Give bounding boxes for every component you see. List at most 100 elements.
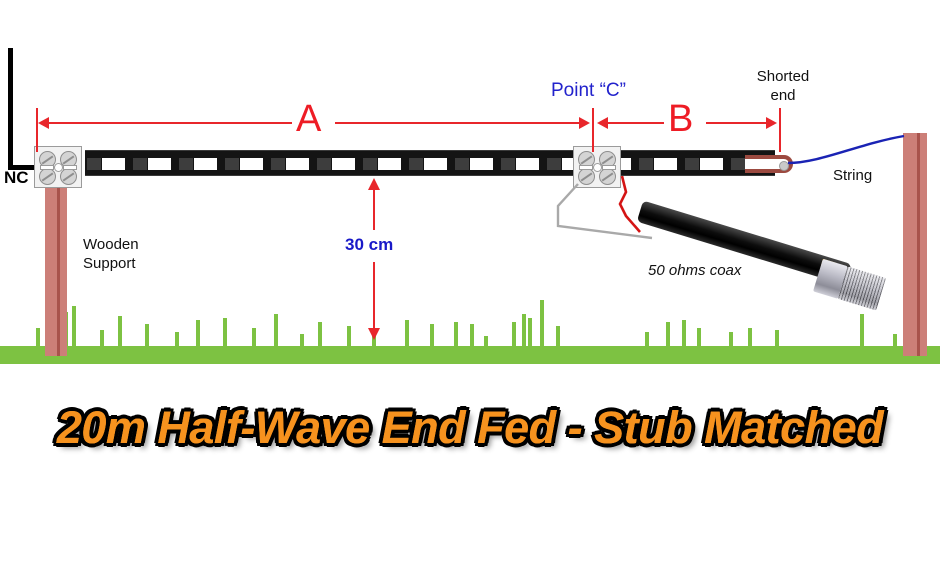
ladder-line-window bbox=[378, 158, 402, 170]
dim-b-arrow-right-icon bbox=[766, 117, 777, 129]
ladder-line-spacer bbox=[639, 158, 653, 170]
grass-blade bbox=[145, 324, 149, 346]
grass-blade bbox=[748, 328, 752, 346]
grass-blade bbox=[196, 320, 200, 346]
grass-blade bbox=[484, 336, 488, 346]
ground-grass-band bbox=[0, 346, 940, 364]
shorted-end-line2: end bbox=[770, 86, 796, 104]
grass-blade bbox=[300, 334, 304, 346]
coax-label: 50 ohms coax bbox=[648, 262, 742, 279]
wooden-support-post-left bbox=[45, 148, 67, 356]
grass-blade bbox=[512, 322, 516, 346]
ladder-line-spacer bbox=[133, 158, 147, 170]
grass-blade bbox=[528, 318, 532, 346]
dim-a-line-right bbox=[335, 122, 584, 124]
height-arrow-down-icon bbox=[368, 328, 380, 340]
shorted-end-line1: Shorted bbox=[756, 68, 810, 85]
grass-blade bbox=[405, 320, 409, 346]
dim-a-tick-right bbox=[592, 108, 594, 152]
grass-blade bbox=[470, 324, 474, 346]
grass-blade bbox=[729, 332, 733, 346]
grass-blade bbox=[697, 328, 701, 346]
ladder-line-window bbox=[470, 158, 494, 170]
screw-bottom-right-icon bbox=[60, 168, 77, 185]
grass-blade bbox=[666, 322, 670, 346]
terminal-center-dot bbox=[593, 163, 602, 172]
grass-blade bbox=[318, 322, 322, 346]
dim-b-line-left bbox=[608, 122, 664, 124]
grass-blade bbox=[175, 332, 179, 346]
nc-wire bbox=[8, 48, 56, 170]
grass-blade bbox=[540, 300, 544, 346]
height-dim-line-lower bbox=[373, 262, 375, 328]
ladder-line-450ohm bbox=[85, 150, 775, 176]
grass-blade bbox=[36, 328, 40, 346]
terminal-bar-right bbox=[602, 165, 616, 170]
nc-label: NC bbox=[4, 168, 29, 187]
wooden-support-post-right bbox=[903, 133, 927, 356]
grass-blade bbox=[100, 330, 104, 346]
page-title: 20m Half-Wave End Fed - Stub Matched bbox=[56, 402, 884, 453]
ladder-line-spacer bbox=[547, 158, 561, 170]
ladder-line-spacer bbox=[455, 158, 469, 170]
height-arrow-up-icon bbox=[368, 178, 380, 190]
grass-blade bbox=[454, 322, 458, 346]
terminal-bar-right bbox=[63, 165, 77, 170]
shorted-end-eyelet bbox=[779, 161, 789, 171]
dim-a-letter: A bbox=[296, 98, 322, 140]
ladder-line-window bbox=[654, 158, 678, 170]
ladder-line-spacer bbox=[685, 158, 699, 170]
page-title-stroke: 20m Half-Wave End Fed - Stub Matched bbox=[54, 400, 886, 456]
ladder-line-spacer bbox=[501, 158, 515, 170]
grass-blade bbox=[430, 324, 434, 346]
grass-blade bbox=[347, 326, 351, 346]
coax-pigtail-wires bbox=[556, 176, 653, 240]
ladder-line-spacer bbox=[271, 158, 285, 170]
terminal-block-point-c bbox=[573, 146, 621, 188]
height-label: 30 cm bbox=[345, 235, 394, 254]
ladder-line-spacer bbox=[225, 158, 239, 170]
grass-blade bbox=[775, 330, 779, 346]
grass-blade bbox=[274, 314, 278, 346]
height-dim-line-upper bbox=[373, 190, 375, 230]
ladder-line-window bbox=[148, 158, 172, 170]
dim-a-tick-left bbox=[36, 108, 38, 152]
grass-blade bbox=[118, 316, 122, 346]
post-stripe-right bbox=[917, 133, 920, 356]
ladder-line-spacer bbox=[87, 158, 101, 170]
dim-b-line-right bbox=[706, 122, 768, 124]
grass-blade bbox=[72, 306, 76, 346]
string-label: String bbox=[833, 167, 873, 184]
dim-b-tick-right bbox=[779, 108, 781, 152]
ladder-line-window bbox=[700, 158, 724, 170]
grass-blade bbox=[223, 318, 227, 346]
ladder-line-window bbox=[424, 158, 448, 170]
dim-a-line-left bbox=[49, 122, 292, 124]
ladder-line-window bbox=[286, 158, 310, 170]
ladder-line-spacer bbox=[317, 158, 331, 170]
terminal-block-left bbox=[34, 146, 82, 188]
ladder-line-spacer bbox=[409, 158, 423, 170]
grass-blade bbox=[860, 314, 864, 346]
grass-blade bbox=[893, 334, 897, 346]
point-c-label: Point “C” bbox=[551, 80, 626, 101]
terminal-center-dot bbox=[54, 163, 63, 172]
ladder-line-spacer bbox=[731, 158, 745, 170]
wooden-support-line2: Support bbox=[83, 254, 136, 272]
post-stripe-left bbox=[57, 148, 60, 356]
ladder-line-window bbox=[240, 158, 264, 170]
grass-blade bbox=[522, 314, 526, 346]
shorted-end-label: Shorted end bbox=[745, 68, 821, 106]
support-string bbox=[787, 134, 905, 165]
dim-a-arrow-left-icon bbox=[38, 117, 49, 129]
grass-blades bbox=[0, 280, 940, 346]
grass-blade bbox=[252, 328, 256, 346]
screw-bottom-left-icon bbox=[39, 168, 56, 185]
dim-b-arrow-left-icon bbox=[597, 117, 608, 129]
ladder-line-spacer bbox=[179, 158, 193, 170]
dim-b-letter: B bbox=[668, 98, 694, 140]
wooden-support-label: Wooden Support bbox=[83, 236, 139, 274]
terminal-bar-left bbox=[579, 165, 593, 170]
ladder-line-window bbox=[516, 158, 540, 170]
